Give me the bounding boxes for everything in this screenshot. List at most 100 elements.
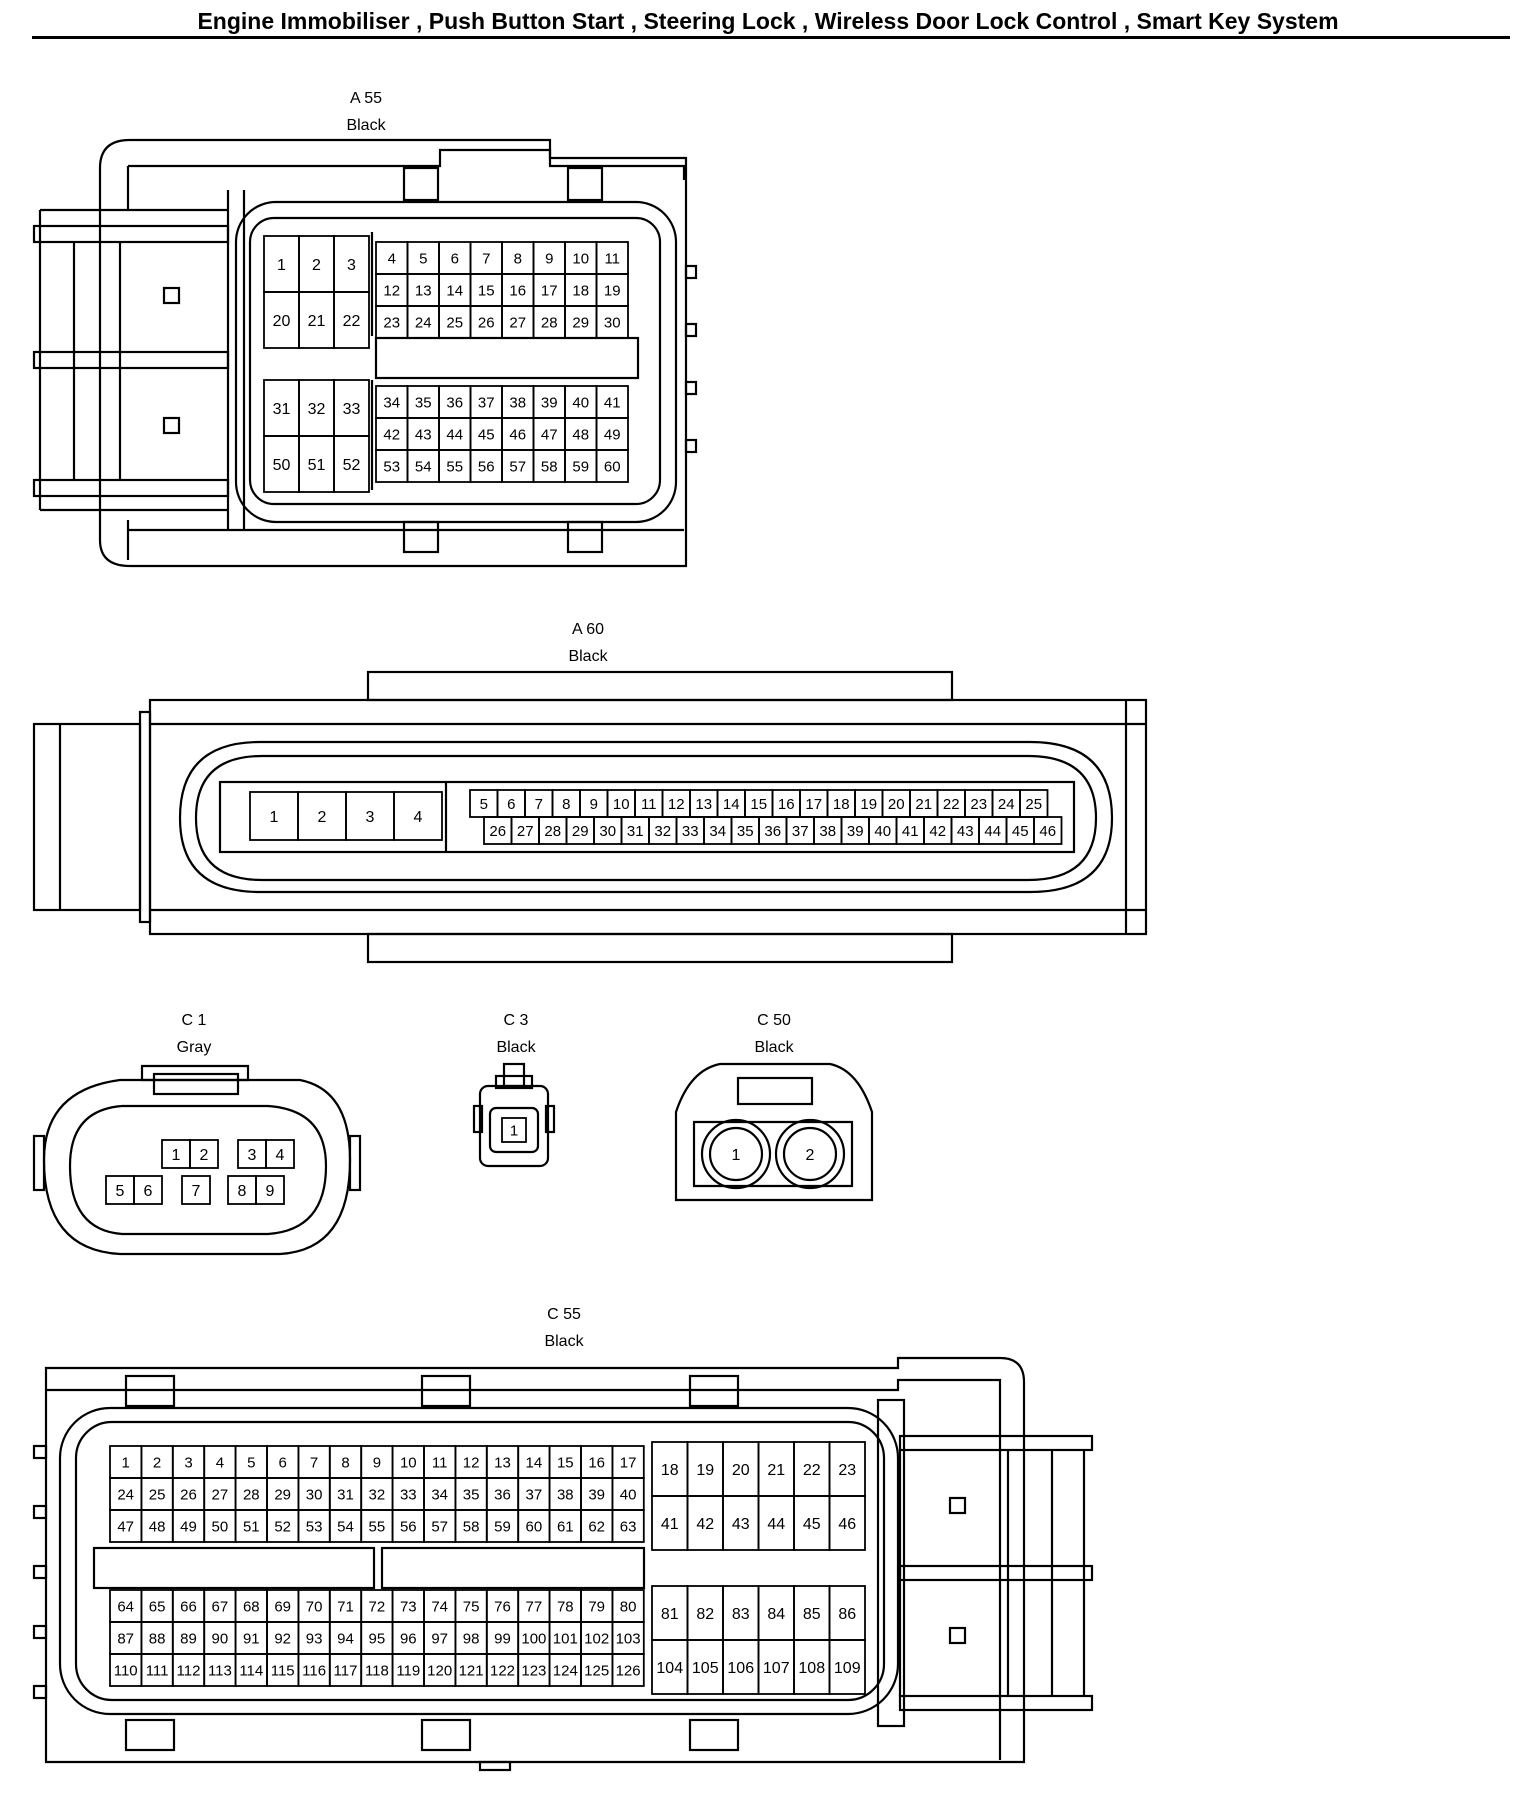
a60-pin-8: 8: [562, 796, 570, 813]
c55-pin-44: 44: [767, 1516, 785, 1533]
a55-pin-11: 11: [604, 250, 620, 267]
c55-pin-105: 105: [692, 1660, 719, 1677]
c55-pin-14: 14: [526, 1454, 543, 1471]
a60-pin-31: 31: [627, 823, 644, 840]
c55-pin-35: 35: [463, 1486, 480, 1503]
a55-pin-43: 43: [415, 426, 432, 443]
c55-pin-25: 25: [149, 1486, 166, 1503]
a60-pin-28: 28: [544, 823, 561, 840]
a55-pin-2: 2: [312, 257, 321, 274]
c55-pin-31: 31: [337, 1486, 354, 1503]
c55-pin-5: 5: [247, 1454, 255, 1471]
c55-pin-82: 82: [696, 1606, 714, 1623]
a55-pin-17: 17: [541, 282, 558, 299]
a60-pin-23: 23: [970, 796, 987, 813]
c55-pin-125: 125: [584, 1662, 609, 1679]
c55-pin-53: 53: [306, 1518, 323, 1535]
c55-pin-83: 83: [732, 1606, 750, 1623]
c50-pin-2-ring: [774, 1118, 846, 1190]
c55-pin-6: 6: [279, 1454, 287, 1471]
a60-pin-22: 22: [943, 796, 960, 813]
a55-pin-45: 45: [478, 426, 495, 443]
c55-pin-63: 63: [620, 1518, 637, 1535]
c55-pin-77: 77: [526, 1598, 543, 1615]
c50-pin-2-ring: [782, 1126, 838, 1182]
a55-pin-32: 32: [308, 401, 326, 418]
c55-pin-17: 17: [620, 1454, 637, 1471]
c55-pin-41: 41: [661, 1516, 679, 1533]
c55-pin-34: 34: [431, 1486, 448, 1503]
c55-pin-69: 69: [274, 1598, 291, 1615]
a60-pin-32: 32: [654, 823, 671, 840]
a55-pin-13: 13: [415, 282, 432, 299]
c50-pin-1-ring: [700, 1118, 772, 1190]
a60-pin-33: 33: [682, 823, 699, 840]
c55-pin-15: 15: [557, 1454, 574, 1471]
c55-pin-106: 106: [727, 1660, 754, 1677]
c55-pin-78: 78: [557, 1598, 574, 1615]
c50-pin-1-ring: [708, 1126, 764, 1182]
c1-pin-4-cell: [265, 1139, 295, 1169]
c1-pin-9-cell: [255, 1175, 285, 1205]
a55-color-label: Black: [346, 117, 386, 134]
c55-pin-72: 72: [369, 1598, 386, 1615]
c55-pin-101: 101: [553, 1630, 578, 1647]
a60-pin-24: 24: [998, 796, 1015, 813]
c55-pin-68: 68: [243, 1598, 260, 1615]
a55-pin-34: 34: [383, 394, 400, 411]
a55-pin-18: 18: [572, 282, 589, 299]
c55-pin-39: 39: [588, 1486, 605, 1503]
c55-pin-80: 80: [620, 1598, 637, 1615]
a60-pin-16: 16: [778, 796, 795, 813]
a60-pin-18: 18: [833, 796, 850, 813]
c1-pin-2: 2: [200, 1147, 209, 1164]
a55-pin-38: 38: [509, 394, 526, 411]
a55-pin-31: 31: [273, 401, 291, 418]
c55-pin-62: 62: [588, 1518, 605, 1535]
a55-pin-30-cell: [595, 305, 629, 339]
c55-pin-38: 38: [557, 1486, 574, 1503]
c55-pin-37: 37: [526, 1486, 543, 1503]
c55-pin-100: 100: [521, 1630, 546, 1647]
a55-pin-59: 59: [572, 458, 589, 475]
a55-pin-24: 24: [415, 314, 432, 331]
a60-pin-9: 9: [590, 796, 598, 813]
a60-pin-38: 38: [819, 823, 836, 840]
c55-pin-66: 66: [180, 1598, 197, 1615]
c50-pin-1: 1: [732, 1147, 741, 1164]
a60-pin-1: 1: [270, 809, 279, 826]
c55-pin-126-cell: [611, 1653, 645, 1687]
a55-pin-28: 28: [541, 314, 558, 331]
a55-pin-12: 12: [383, 282, 400, 299]
c55-pin-104: 104: [656, 1660, 683, 1677]
c55-pin-109: 109: [834, 1660, 861, 1677]
c55-pin-48: 48: [149, 1518, 166, 1535]
title-rule: [32, 36, 1510, 39]
c55-pin-60: 60: [526, 1518, 543, 1535]
a60-pin-6: 6: [507, 796, 515, 813]
c55-pin-74: 74: [431, 1598, 448, 1615]
c1-pin-9: 9: [266, 1183, 275, 1200]
a55-pin-22-cell: [333, 291, 370, 349]
a60-pin-25: 25: [1025, 796, 1042, 813]
a60-pin-41: 41: [902, 823, 919, 840]
c1-pin-6-cell: [133, 1175, 163, 1205]
c55-pin-26: 26: [180, 1486, 197, 1503]
c55-pin-118: 118: [365, 1662, 389, 1679]
a55-pin-35: 35: [415, 394, 432, 411]
a60-pin-40: 40: [874, 823, 891, 840]
c55-pin-54: 54: [337, 1518, 354, 1535]
c55-pin-46-cell: [828, 1495, 866, 1551]
a55-pin-21: 21: [308, 313, 326, 330]
a55-pin-44: 44: [446, 426, 463, 443]
a60-pin-17: 17: [805, 796, 822, 813]
c55-pin-40: 40: [620, 1486, 637, 1503]
a55-pin-23: 23: [383, 314, 400, 331]
c55-pin-92: 92: [274, 1630, 291, 1647]
c55-pin-93: 93: [306, 1630, 323, 1647]
c50-id-label: C 50: [757, 1012, 791, 1029]
a60-pin-42: 42: [929, 823, 946, 840]
c55-pin-99: 99: [494, 1630, 511, 1647]
